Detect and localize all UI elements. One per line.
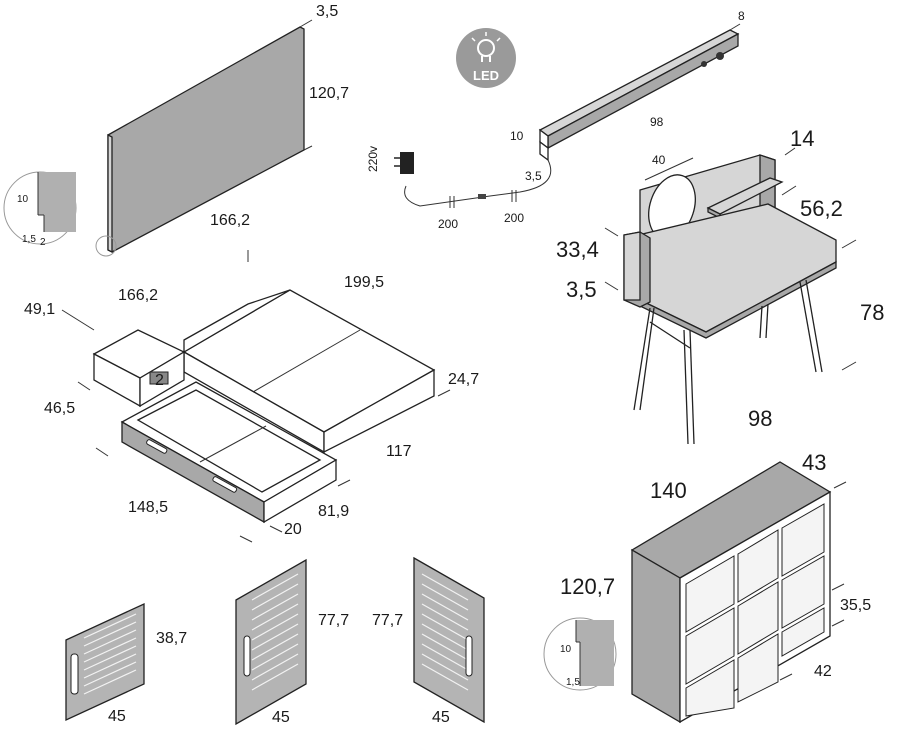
drawer-width-label: 148,5 (128, 499, 168, 516)
door-medium-left: 77,7 45 (235, 558, 349, 726)
door-medium-left-height-label: 77,7 (318, 612, 349, 629)
nightstand-width-label: 46,5 (44, 400, 75, 417)
shelving-detail-callout: 10 1,5 (543, 617, 617, 691)
bed-width-label: 166,2 (118, 287, 158, 304)
bed-gap-label: 2 (155, 372, 164, 389)
led-badge-label: LED (473, 68, 499, 83)
bed-total-label: 117 (386, 443, 412, 460)
led-cable-b-label: 200 (504, 211, 524, 225)
bed-base-height-label: 24,7 (448, 371, 479, 388)
door-small-height-label: 38,7 (156, 630, 187, 647)
detail-shelving-a: 10 (560, 644, 572, 655)
door-small-width-label: 45 (108, 708, 126, 725)
shelving-unit: 140 43 120,7 35,5 42 (560, 450, 871, 724)
detail-headboard-a: 10 (17, 194, 29, 205)
nightstand-depth-label: 49,1 (24, 301, 55, 318)
detail-shelving-b: 1,5 (566, 677, 580, 688)
headboard-detail-callout: 10 1,5 2 (3, 171, 77, 248)
bed-with-drawer: 166,2 199,5 49,1 46,5 2 24,7 117 148,5 8… (24, 250, 479, 543)
led-offset-label: 3,5 (525, 169, 542, 183)
shelving-cube-depth-label: 42 (814, 663, 832, 680)
shelving-depth-label: 43 (802, 450, 826, 475)
desk-top-depth-label: 14 (790, 126, 814, 151)
shelving-width-label: 140 (650, 478, 687, 503)
power-adapter-icon (400, 152, 414, 174)
door-small: 38,7 45 (65, 602, 187, 725)
door-medium-right-height-label: 77,7 (372, 612, 403, 629)
headboard-panel: 3,5 120,7 166,2 (95, 3, 349, 257)
door-medium-right: 77,7 45 (372, 556, 485, 726)
door-medium-left-width-label: 45 (272, 709, 290, 726)
bed-length-label: 199,5 (344, 274, 384, 291)
detail-headboard-b: 1,5 (22, 234, 36, 245)
led-shelf: 8 98 10 3,5 220v 200 200 (366, 9, 745, 231)
desk-shelf-height-label: 56,2 (800, 196, 843, 221)
desk-height-label: 78 (860, 300, 884, 325)
led-badge: LED (456, 28, 516, 88)
headboard-thickness-label: 3,5 (316, 3, 338, 20)
led-length-label: 98 (650, 115, 664, 129)
desk-side-thickness-label: 3,5 (566, 277, 597, 302)
headboard-width-label: 166,2 (210, 212, 250, 229)
desk-width-label: 98 (748, 406, 772, 431)
lightbulb-icon (477, 39, 495, 57)
led-depth-label: 8 (738, 9, 745, 23)
drawer-height-label: 20 (284, 521, 302, 538)
led-height-label: 10 (510, 129, 524, 143)
led-cable-a-label: 200 (438, 217, 458, 231)
drawer-depth-label: 81,9 (318, 503, 349, 520)
desk-mirror-label: 40 (652, 153, 666, 167)
desk-side-height-label: 33,4 (556, 237, 599, 262)
shelving-height-label: 120,7 (560, 574, 615, 599)
led-voltage-label: 220v (366, 146, 380, 172)
headboard-height-label: 120,7 (309, 85, 349, 102)
door-medium-right-width-label: 45 (432, 709, 450, 726)
shelving-cube-label: 35,5 (840, 597, 871, 614)
detail-headboard-c: 2 (40, 237, 46, 248)
desk: 40 14 56,2 33,4 3,5 78 98 (556, 126, 884, 445)
